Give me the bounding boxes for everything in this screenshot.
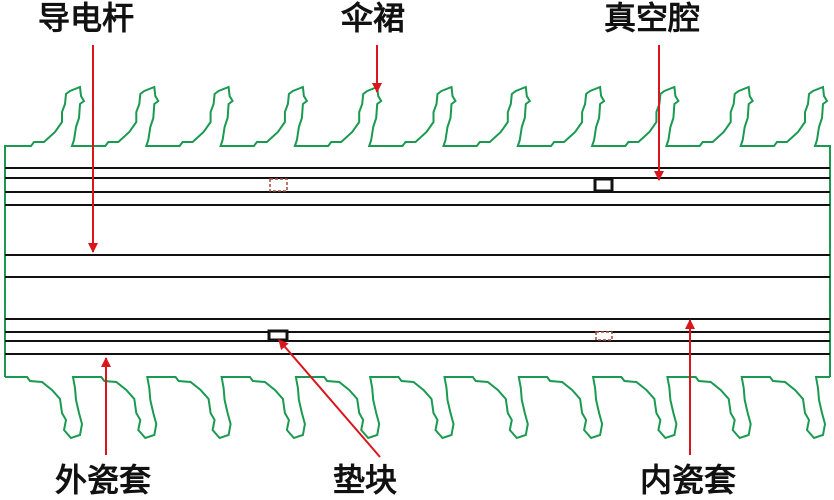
spacer-block-arrow bbox=[278, 339, 381, 458]
spacer-block-dashed bbox=[269, 178, 288, 192]
label-shed: 伞裙 bbox=[341, 0, 406, 37]
leader-arrows bbox=[88, 45, 695, 458]
label-conductor-rod: 导电杆 bbox=[38, 0, 135, 37]
label-inner-porcelain: 内瓷套 bbox=[640, 461, 737, 499]
spacer-block-dashed bbox=[595, 331, 613, 341]
label-outer-porcelain: 外瓷套 bbox=[55, 461, 152, 499]
spacer-blocks bbox=[267, 177, 614, 342]
spacer-block bbox=[593, 177, 614, 193]
upper-shed-outline bbox=[4, 85, 831, 377]
spacer-block bbox=[267, 329, 289, 342]
lower-shed-outline bbox=[5, 376, 830, 440]
label-vacuum-chamber: 真空腔 bbox=[604, 0, 701, 37]
horizontal-lines bbox=[5, 167, 830, 355]
label-spacer-block: 垫块 bbox=[333, 461, 398, 499]
